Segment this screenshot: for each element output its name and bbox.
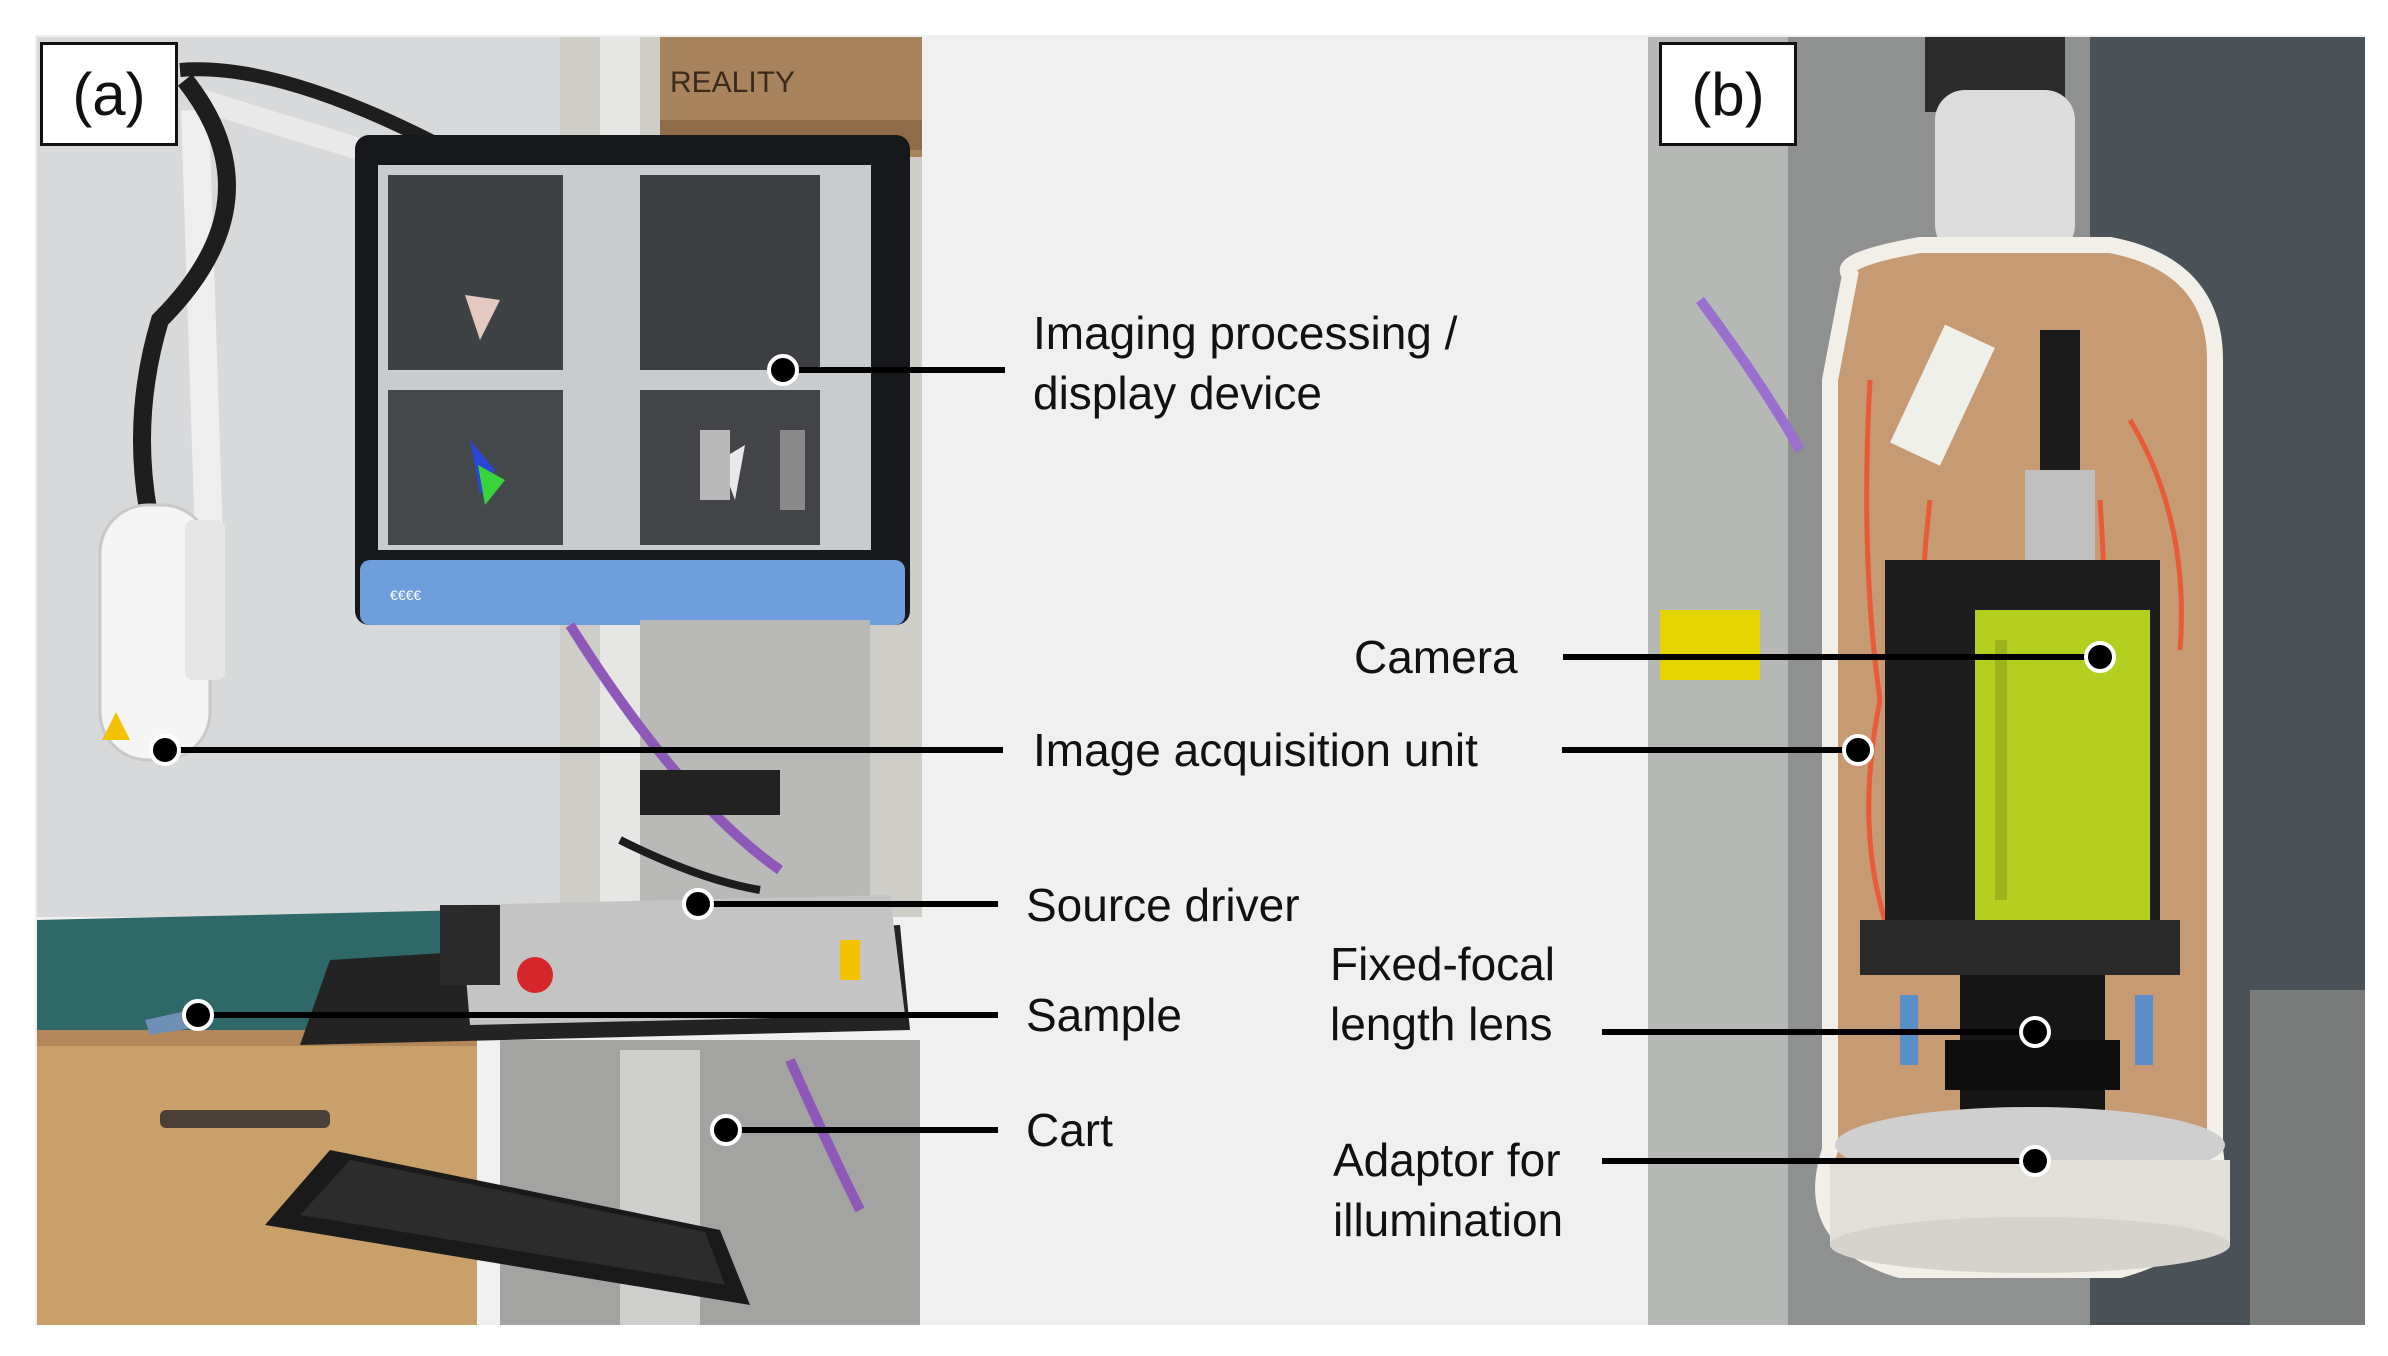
panel-b-label: (b) xyxy=(1659,42,1797,146)
leader-lines xyxy=(149,354,2116,1177)
monitor-bezel-text: €€€€ xyxy=(390,587,421,603)
marker-source-driver xyxy=(682,888,714,920)
callout-source-driver: Source driver xyxy=(1026,879,1300,931)
marker-cart xyxy=(710,1114,742,1146)
support-arm xyxy=(181,109,224,571)
marker-acquisition-unit-b xyxy=(1842,734,1874,766)
marker-sample xyxy=(182,999,214,1031)
box-brand-text: REALITY xyxy=(670,66,795,99)
callout-cart: Cart xyxy=(1026,1104,1113,1156)
marker-acquisition-unit-a xyxy=(149,734,181,766)
panel-a-label: (a) xyxy=(40,42,178,146)
marker-fixed-focal-lens xyxy=(2019,1016,2051,1048)
marker-adaptor xyxy=(2019,1145,2051,1177)
callout-image-acquisition-unit: Image acquisition unit xyxy=(1033,724,1478,776)
panel-a-photo: REALITY €€€€ xyxy=(37,37,922,1325)
top-cap xyxy=(1935,90,2075,255)
callout-adaptor: Adaptor for illumination xyxy=(1333,1134,1564,1246)
callout-sample: Sample xyxy=(1026,989,1182,1041)
emergency-stop-button xyxy=(517,957,553,993)
callout-camera: Camera xyxy=(1354,631,1518,683)
callout-fixed-focal-lens: Fixed-focal length lens xyxy=(1330,938,1555,1050)
marker-display-device xyxy=(767,354,799,386)
monitor-bezel xyxy=(360,560,905,625)
source-driver-box xyxy=(460,895,905,1025)
marker-camera xyxy=(2084,641,2116,673)
callout-display-device: Imaging processing / display device xyxy=(1033,307,1458,419)
panel-b-photo xyxy=(1648,37,2365,1325)
